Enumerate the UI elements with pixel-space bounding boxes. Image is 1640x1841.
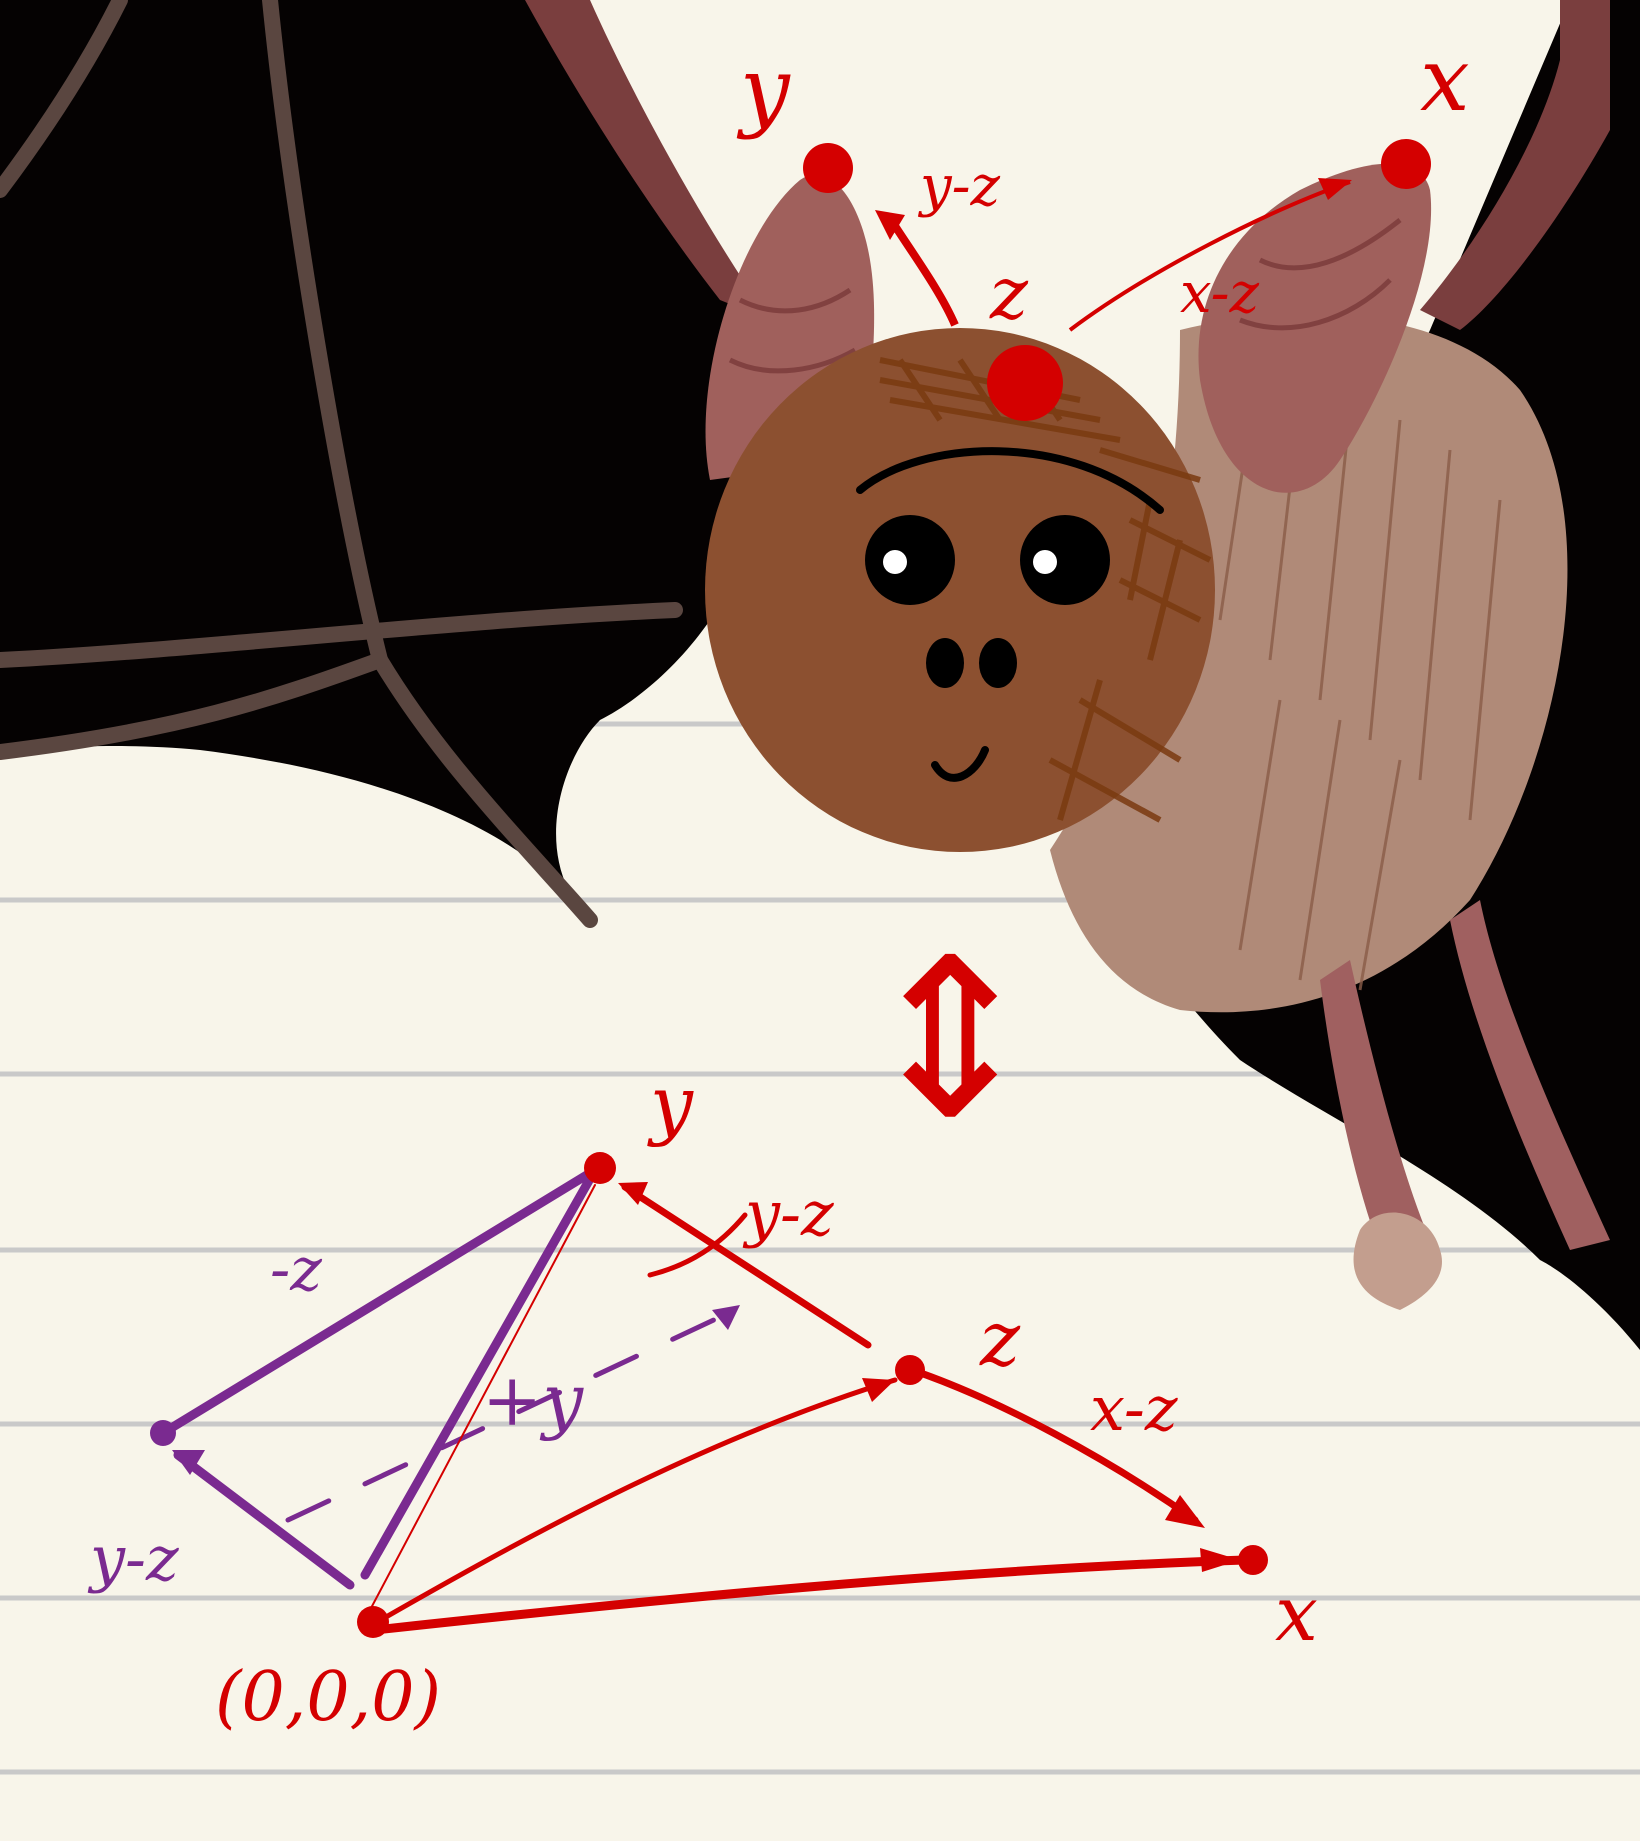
- label-point-z: z: [979, 1294, 1021, 1383]
- vector-diagram: y z x (0,0,0) y-z x-z -z +y y-z: [87, 1059, 1318, 1737]
- arrowhead-origin-to-x: [1200, 1548, 1240, 1572]
- point-purple-corner: [150, 1420, 176, 1446]
- edge-neg-z: [158, 1165, 600, 1438]
- label-edge-y-minus-z: y-z: [742, 1177, 834, 1250]
- point-x: [1238, 1545, 1268, 1575]
- label-edge-neg-z: -z: [270, 1235, 322, 1305]
- right-leg: [1450, 900, 1610, 1250]
- right-eye: [1020, 515, 1110, 605]
- label-point-x: x: [1275, 1569, 1318, 1658]
- vector-origin-to-z: [369, 1377, 898, 1628]
- right-nostril: [979, 638, 1017, 688]
- arrowhead-x-minus-z: [1165, 1495, 1205, 1528]
- right-ear: [1198, 163, 1432, 493]
- left-wing: [0, 0, 760, 920]
- point-z: [895, 1355, 925, 1385]
- point-y: [584, 1152, 616, 1184]
- vector-origin-to-x: [370, 1555, 1250, 1635]
- label-x-minus-z-bat: x-z: [1180, 261, 1260, 326]
- point-z-on-head: [987, 345, 1063, 421]
- right-eye-highlight: [1033, 550, 1057, 574]
- vector-y-minus-z: [621, 1183, 872, 1349]
- ear-inner-strokes: [728, 218, 1402, 374]
- arrow-y-minus-z-on-bat: [884, 212, 959, 327]
- arrowhead-purple-y-minus-z: [172, 1450, 205, 1475]
- arrowhead-origin-to-z: [862, 1378, 895, 1402]
- label-y-ear: y: [736, 38, 791, 141]
- vector-x-minus-z: [908, 1366, 1199, 1524]
- correspondence-double-arrow: ⇕: [858, 911, 1042, 1167]
- edge-plus-y: [360, 1165, 600, 1580]
- left-wing-edge: [525, 0, 770, 320]
- point-y-on-ear: [803, 143, 853, 193]
- label-x-ear: x: [1420, 28, 1470, 131]
- ruled-paper-lines: [0, 721, 1640, 1775]
- tick-y-minus-z: [647, 1212, 748, 1278]
- label-point-y: y: [647, 1059, 694, 1148]
- arrowhead-y-minus-z: [618, 1182, 648, 1205]
- eyebrow: [856, 447, 1164, 514]
- arrowhead-purple-dashed: [712, 1305, 740, 1330]
- left-nostril: [926, 638, 964, 688]
- head-hatching: [879, 357, 1212, 823]
- wing-bones: [0, 0, 683, 928]
- label-z-head: z: [989, 251, 1029, 335]
- bat-foot: [1353, 1212, 1442, 1310]
- label-origin: (0,0,0): [215, 1658, 441, 1737]
- point-x-on-ear: [1381, 139, 1431, 189]
- left-eye: [865, 515, 955, 605]
- edge-y-minus-z-from-origin: [173, 1450, 355, 1590]
- label-edge-y-minus-z-origin: y-z: [87, 1522, 179, 1595]
- right-wing-edge: [1420, 0, 1610, 330]
- left-leg: [1320, 960, 1430, 1250]
- arrowhead-y-minus-z-on-bat: [875, 210, 905, 240]
- purple-construction: [158, 1165, 738, 1590]
- bat-drawing: y x z y-z x-z: [0, 0, 1640, 1350]
- point-origin: [357, 1606, 389, 1638]
- label-y-minus-z-bat: y-z: [917, 154, 1001, 219]
- vector-origin-to-y-thin: [369, 1184, 596, 1611]
- left-eye-highlight: [883, 550, 907, 574]
- label-edge-plus-y: +y: [482, 1358, 584, 1442]
- arrow-x-minus-z-on-bat: [1068, 180, 1351, 332]
- mouth: [931, 746, 989, 782]
- red-vectors: [369, 1183, 1250, 1635]
- label-edge-x-minus-z: x-z: [1090, 1372, 1178, 1445]
- arrowhead-x-minus-z-on-bat: [1318, 178, 1352, 200]
